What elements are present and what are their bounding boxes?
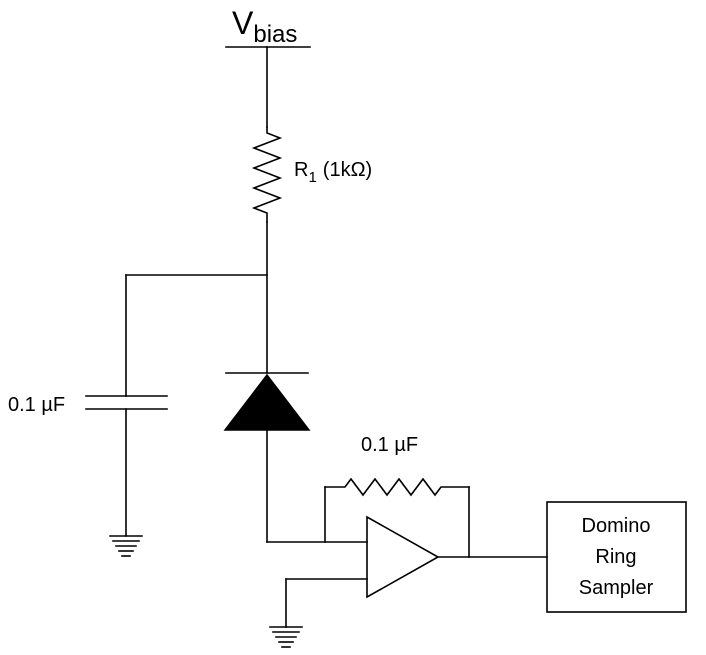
vbias-subscript: bias: [253, 21, 297, 48]
r1-value: (1kΩ): [323, 159, 372, 181]
r1-main: R: [294, 159, 308, 181]
sampler-box: [546, 501, 687, 613]
resistor-r1: [251, 126, 283, 223]
sampler-label-line3: Sampler: [579, 577, 654, 599]
diode-icon: [223, 372, 311, 431]
capacitor-label: 0.1 µF: [8, 394, 65, 416]
r1-subscript: 1: [308, 169, 316, 186]
vbias-label: Vbias: [232, 5, 297, 48]
r1-label: R1 (1kΩ): [294, 159, 372, 186]
vbias-main: V: [232, 5, 254, 41]
sampler-label-line2: Ring: [595, 546, 636, 568]
feedback-resistor: [324, 477, 470, 497]
sampler-label-line1: Domino: [582, 515, 651, 537]
ground-icon: [269, 626, 303, 648]
opamp-icon: [366, 515, 440, 599]
feedback-label: 0.1 µF: [361, 434, 418, 456]
ground-icon: [109, 535, 143, 557]
